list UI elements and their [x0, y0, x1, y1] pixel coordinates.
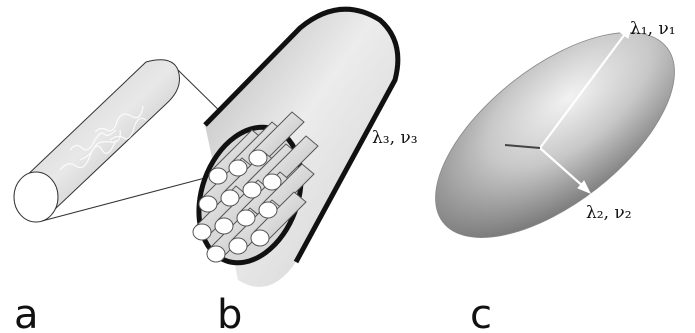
panel-label-a: a — [14, 292, 39, 333]
panel-b-tube — [181, 9, 398, 287]
panel-label-b: b — [217, 292, 242, 333]
panel-label-c: c — [470, 292, 492, 333]
eigen-label-2: λ₂, ν₂ — [586, 203, 632, 223]
panel-c-ellipsoid: λ₁, ν₁ λ₂, ν₂ λ₃, ν₃ — [372, 0, 695, 276]
eigen-label-1: λ₁, ν₁ — [630, 19, 676, 39]
eigen-label-3: λ₃, ν₃ — [372, 128, 418, 148]
fiber-end-cap — [14, 172, 58, 222]
